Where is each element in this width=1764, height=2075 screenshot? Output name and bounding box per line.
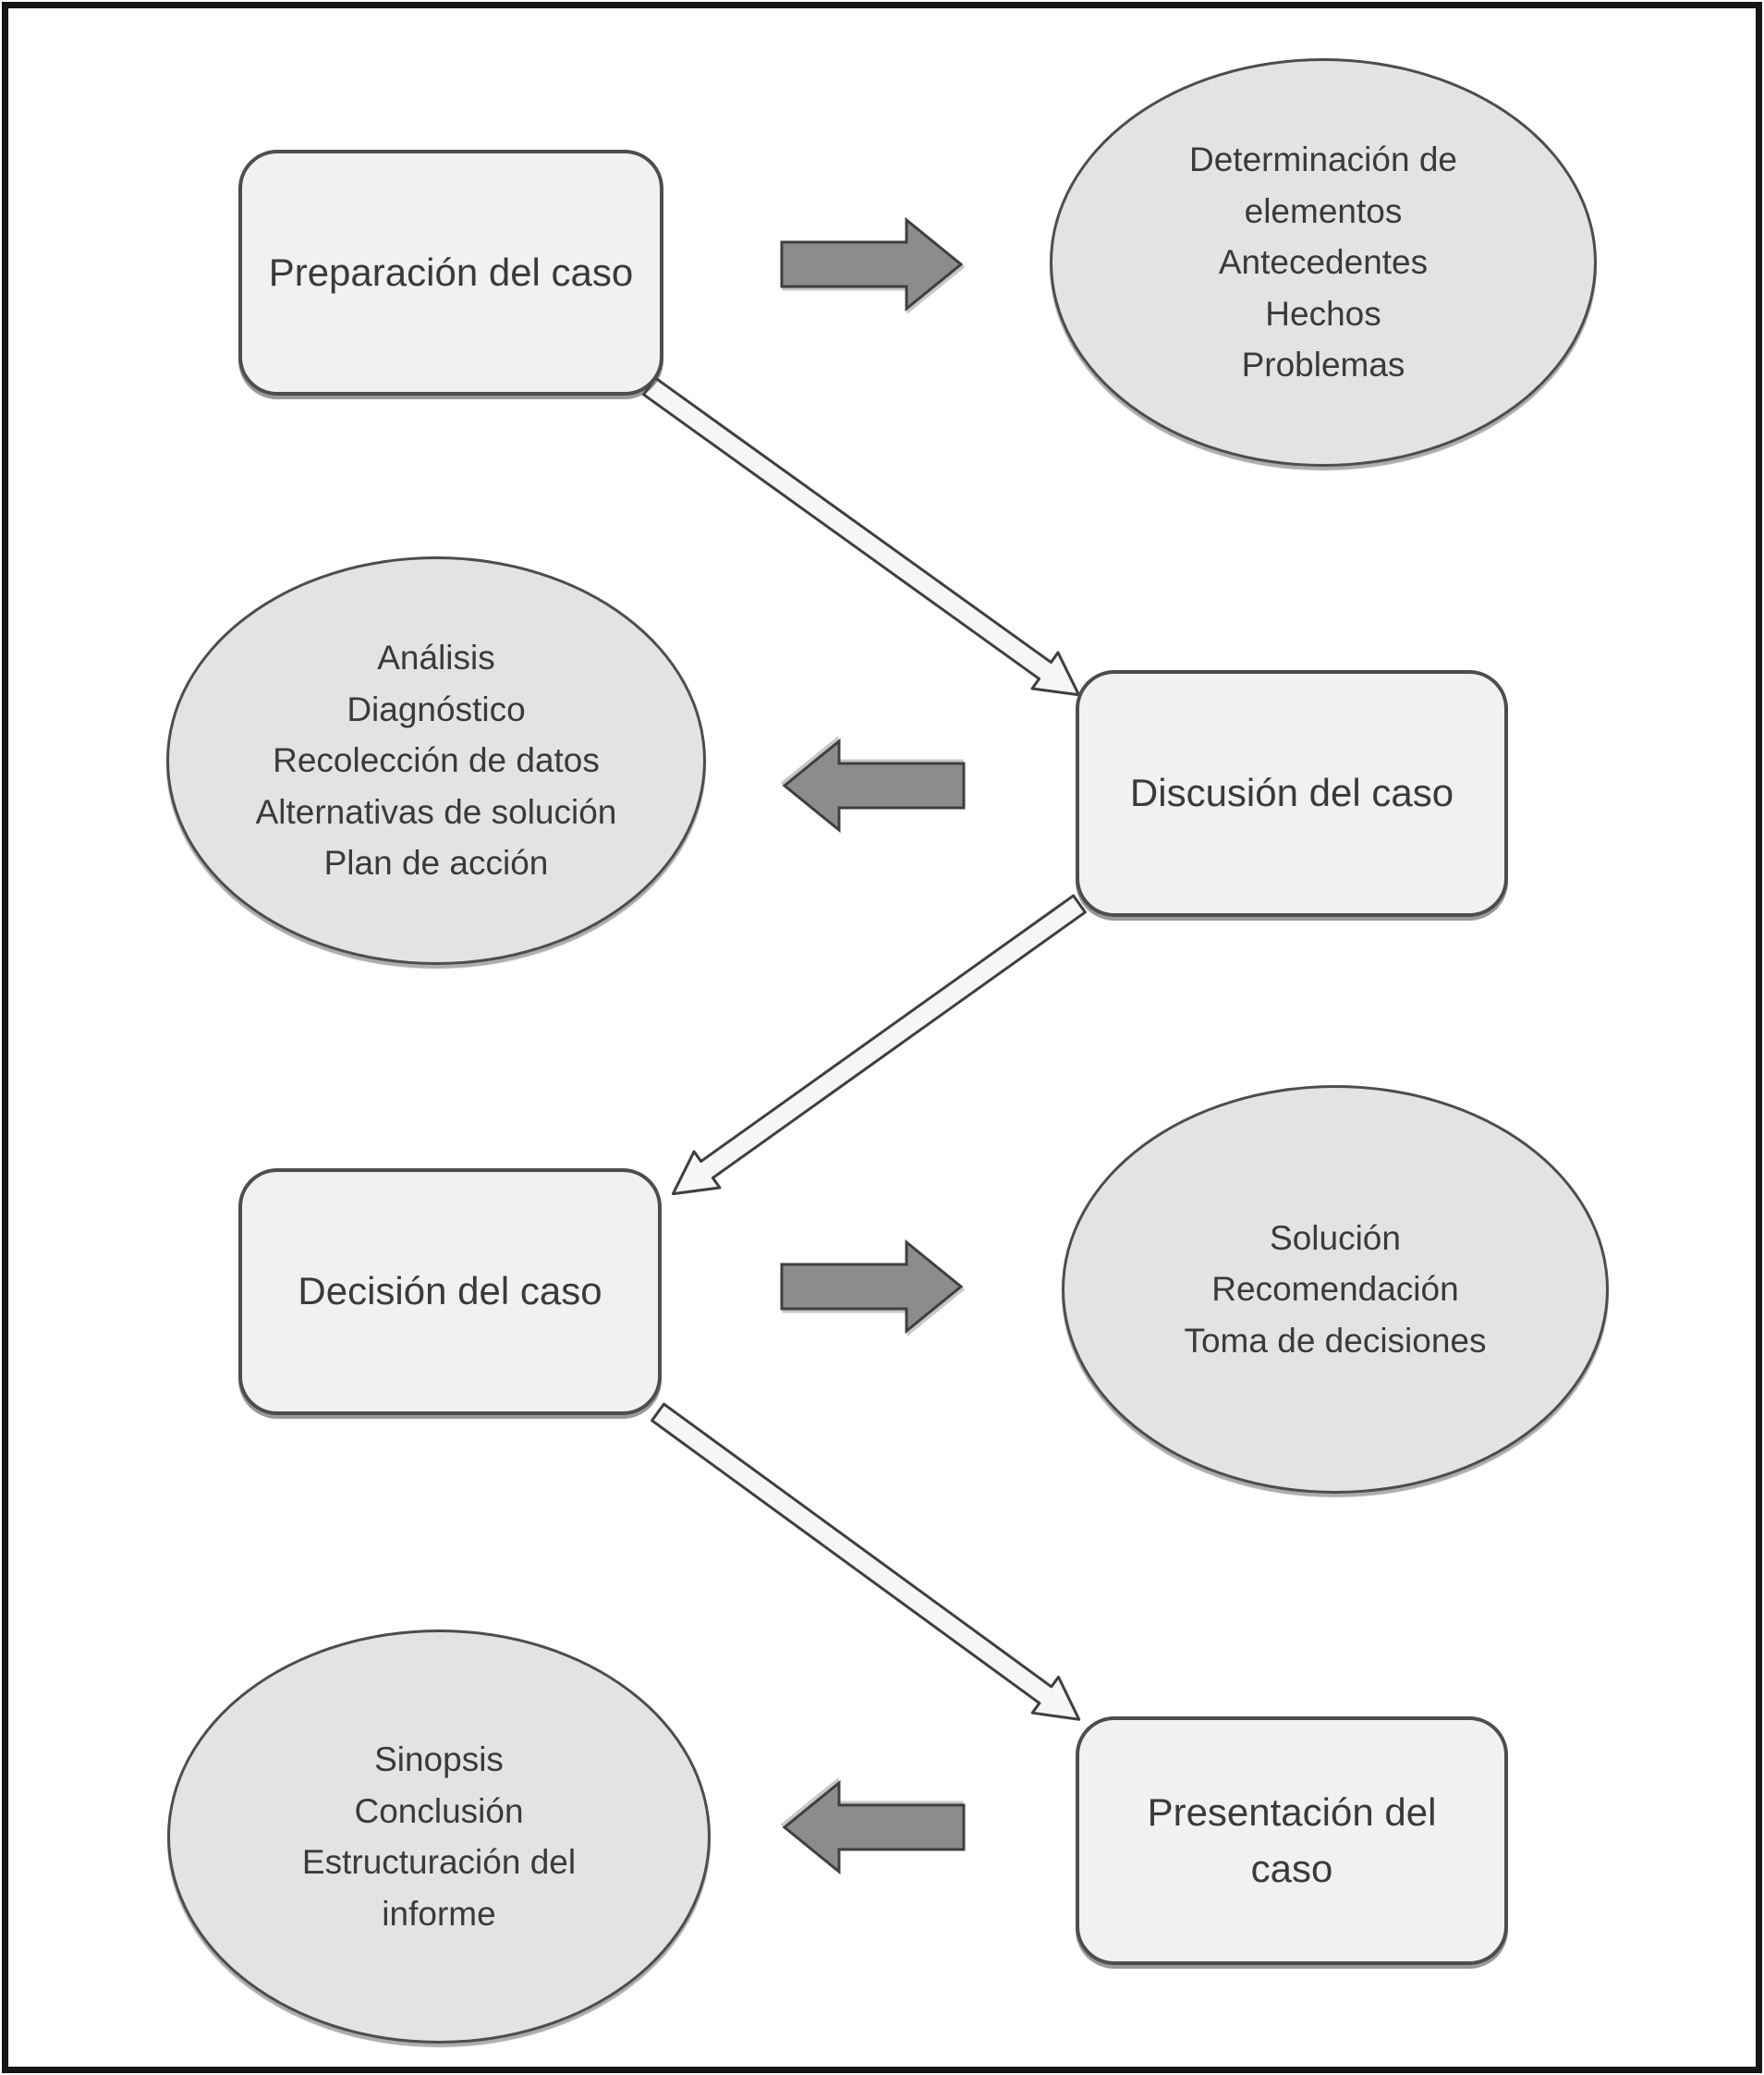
node-label-line: Diagnóstico [347,690,526,728]
node-label-line: Problemas [1241,346,1405,384]
node-label-line: Estructuración del [301,1843,577,1881]
node-label-line: elementos [1244,191,1403,230]
node-label-line: Sinopsis [374,1740,504,1778]
node-presentacion-del-caso: Presentación del caso [1076,1716,1508,1965]
node-label-line: Determinación de [1189,140,1457,179]
node-label: Presentación del caso [1131,1785,1454,1898]
node-label-line: caso [1250,1846,1333,1890]
node-label-line: Toma de decisiones [1184,1321,1487,1360]
node-label: Sinopsis Conclusión Estructuración del i… [286,1734,592,1939]
node-discusion-del-caso: Discusión del caso [1076,670,1508,917]
node-label-line: informe [382,1894,496,1933]
node-preparacion-del-caso: Preparación del caso [238,150,663,396]
outline-arrow-down-right-icon [651,1402,1081,1721]
node-sinopsis-conclusion: Sinopsis Conclusión Estructuración del i… [167,1629,711,2044]
node-label: Solución Recomendación Toma de decisione… [1167,1213,1502,1367]
node-decision-del-caso: Decisión del caso [238,1168,662,1415]
node-label: Preparación del caso [268,250,634,294]
node-label-line: Recomendación [1211,1270,1459,1309]
node-label-line: Antecedentes [1218,243,1429,282]
node-label-line: Conclusión [354,1791,524,1830]
node-label: Análisis Diagnóstico Recolección de dato… [239,632,634,889]
node-label-line: Solución [1270,1218,1401,1257]
node-solucion-recomendacion: Solución Recomendación Toma de decisione… [1062,1085,1609,1494]
node-label: Decisión del caso [298,1269,602,1313]
outline-arrow-down-right-icon [642,376,1081,697]
block-arrow-right-icon [780,1239,964,1335]
node-label-line: Hechos [1265,294,1381,333]
node-label-line: Alternativas de solución [255,792,617,831]
block-arrow-left-icon [782,1779,966,1875]
outline-arrow-down-left-icon [671,894,1087,1196]
node-label-line: Presentación del [1147,1789,1437,1834]
block-arrow-right-icon [780,216,964,312]
node-label-line: Plan de acción [323,844,549,883]
node-analisis-diagnostico: Análisis Diagnóstico Recolección de dato… [166,556,706,965]
node-label: Discusión del caso [1129,771,1454,815]
block-arrow-left-icon [782,738,966,834]
node-label: Determinación de elementos Antecedentes … [1173,134,1474,391]
node-determinacion-de-elementos: Determinación de elementos Antecedentes … [1050,58,1597,467]
node-label-line: Recolección de datos [273,741,600,780]
node-label-line: Análisis [377,639,495,677]
